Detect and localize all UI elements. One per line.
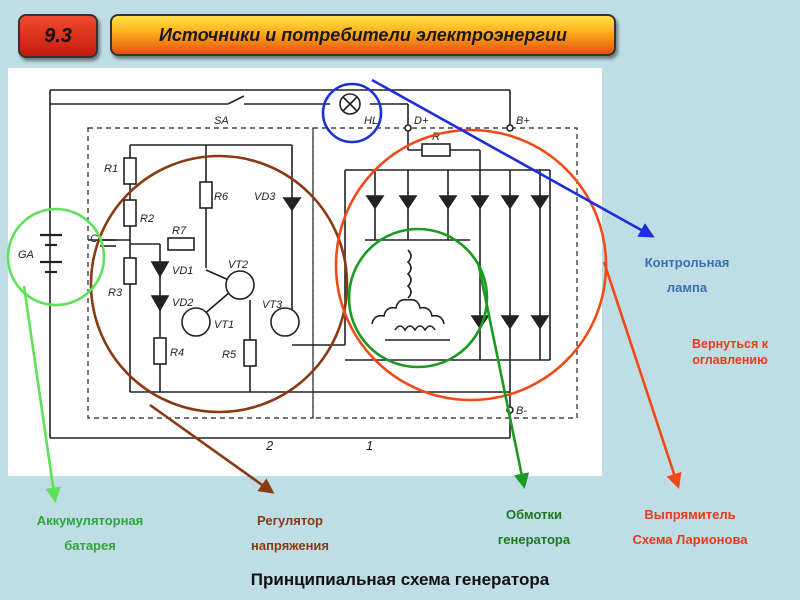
back-link-line1: Вернуться к [691, 337, 769, 351]
label-vd2: VD2 [172, 297, 193, 309]
label-vd1: VD1 [172, 265, 193, 277]
schematic-components [123, 93, 550, 414]
diagram-caption: Принципиальная схема генератора [250, 570, 550, 589]
label-vt3: VT3 [262, 299, 283, 311]
callout-lamp: Контрольная лампа [620, 250, 754, 300]
arrow-lamp [371, 78, 655, 238]
label-r6: R6 [214, 191, 229, 203]
callout-regulator-line1: Регулятор [257, 513, 323, 528]
label-vd3: VD3 [254, 191, 276, 203]
section-number-badge: 9.3 [18, 14, 98, 58]
label-b-plus: B+ [516, 115, 530, 127]
back-to-contents-link[interactable]: Вернуться к оглавлению [660, 336, 800, 368]
callout-lamp-line2: лампа [666, 280, 708, 295]
highlight-battery [6, 207, 106, 307]
label-hl: HL [364, 115, 378, 127]
label-vt2: VT2 [228, 259, 248, 271]
label-r3: R3 [108, 287, 123, 299]
label-r7: R7 [172, 225, 187, 237]
arrow-windings [476, 261, 530, 490]
callout-regulator-line2: напряжения [251, 538, 329, 553]
title-bar: Источники и потребители электроэнергии [110, 14, 616, 56]
highlight-regulator [89, 154, 349, 414]
callout-lamp-line1: Контрольная [644, 255, 730, 270]
section-number: 9.3 [44, 24, 72, 47]
back-link-line2: оглавлению [692, 353, 768, 367]
callout-battery: Аккумуляторная батарея [10, 508, 170, 558]
label-b-minus: B- [516, 405, 527, 417]
page-title: Источники и потребители электроэнергии [158, 24, 568, 45]
label-d-plus: D+ [414, 115, 429, 127]
callout-rectifier-line2: Схема Ларионова [632, 532, 748, 547]
callout-windings: Обмотки генератора [474, 502, 594, 552]
label-block-1: 1 [366, 438, 373, 453]
label-vt1: VT1 [214, 319, 234, 331]
highlight-lamp [321, 82, 383, 144]
schematic-panel [8, 68, 602, 476]
callout-rectifier: Выпрямитель Схема Ларионова [612, 502, 768, 552]
callout-regulator: Регулятор напряжения [225, 508, 355, 558]
label-r4: R4 [170, 347, 184, 359]
label-r: R [432, 131, 440, 143]
label-ga: GA [18, 249, 34, 261]
label-r5: R5 [222, 349, 237, 361]
label-r2: R2 [140, 213, 154, 225]
label-sa: SA [214, 115, 229, 127]
callout-rectifier-line1: Выпрямитель [644, 507, 736, 522]
label-c: C [90, 233, 98, 245]
arrow-battery [22, 285, 61, 504]
arrow-regulator [149, 403, 275, 494]
highlight-windings [347, 227, 489, 369]
callout-windings-line2: генератора [497, 532, 571, 547]
callout-battery-line2: батарея [64, 538, 116, 553]
arrow-rectifier [602, 261, 682, 489]
schematic-wiring [40, 89, 578, 439]
callout-windings-line1: Обмотки [506, 507, 562, 522]
label-block-2: 2 [265, 438, 274, 453]
callout-battery-line1: Аккумуляторная [36, 513, 144, 528]
label-r1: R1 [104, 163, 118, 175]
